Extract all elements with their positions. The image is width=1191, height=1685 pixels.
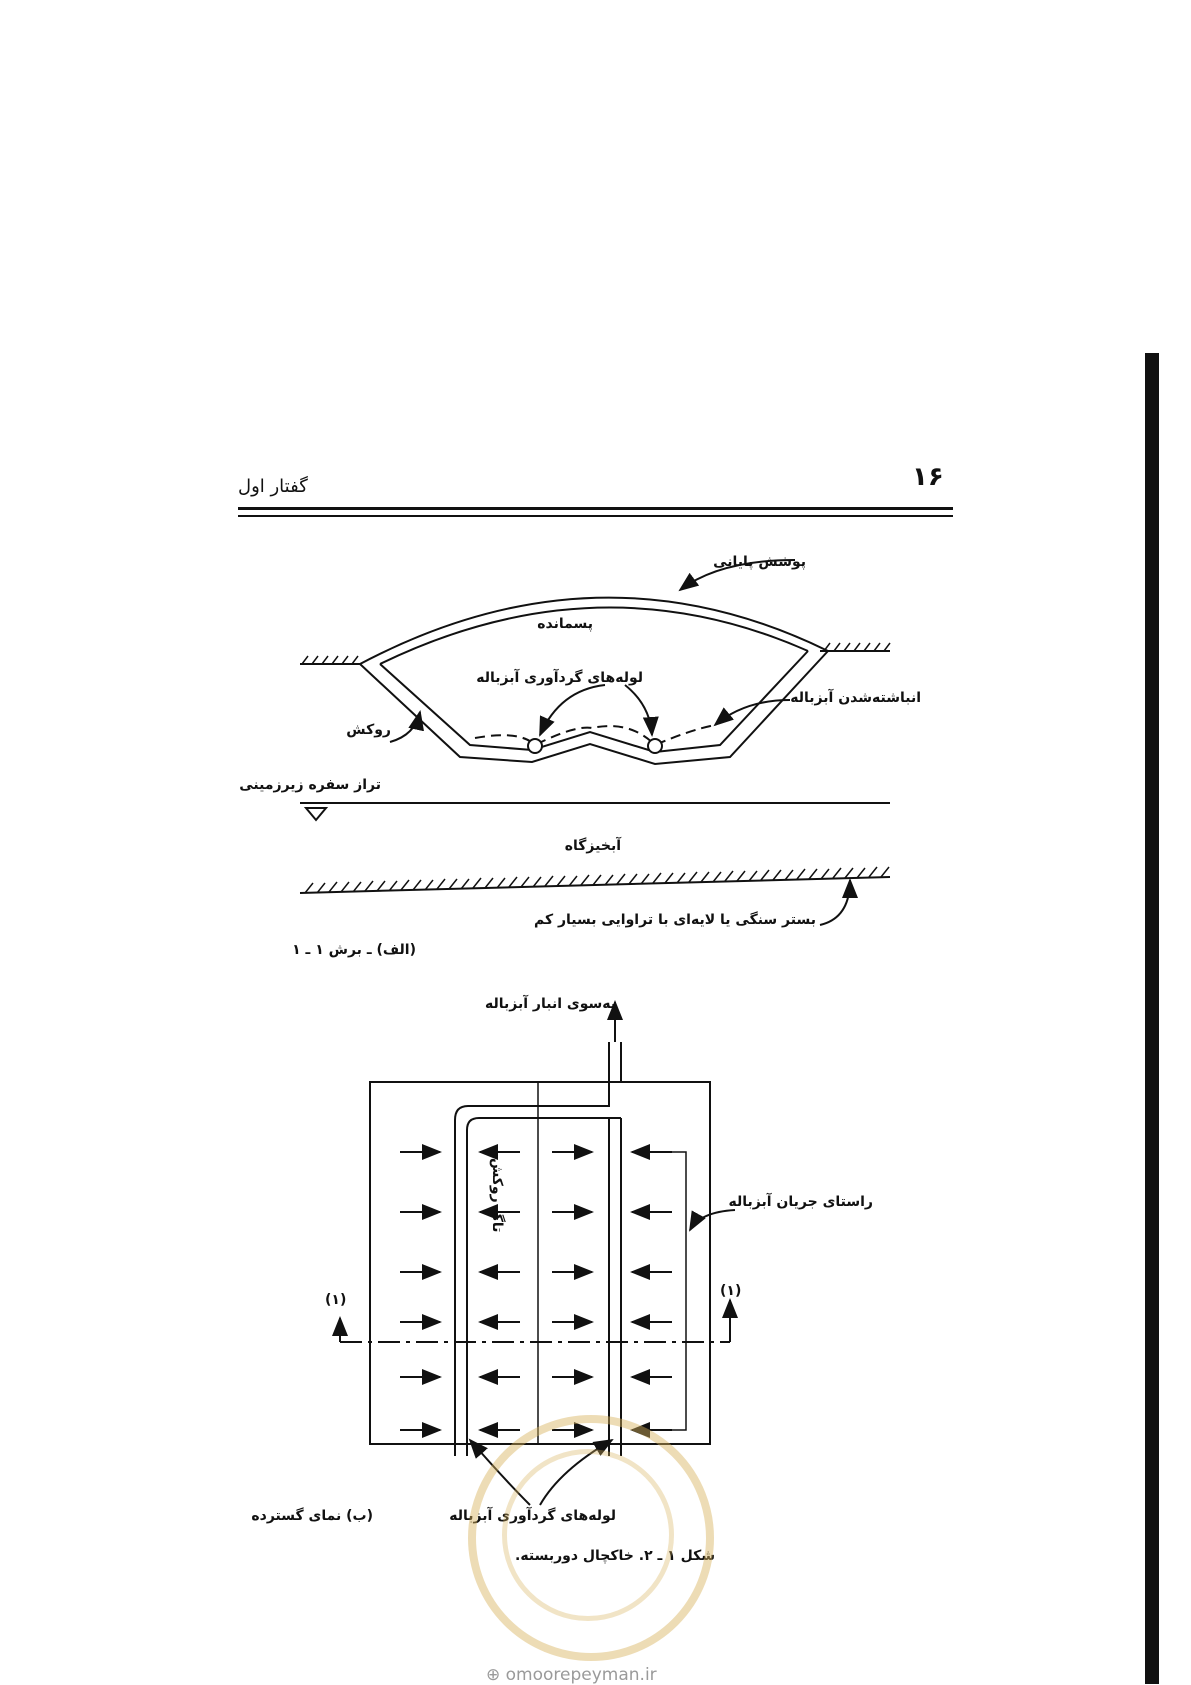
section-view [299,559,891,926]
bedrock-hatch [304,866,890,894]
top-cover-inner [379,606,809,665]
liner-outer [359,650,829,766]
liner-inner [379,650,809,754]
label-section-mark-left: (۱) [325,1292,347,1308]
header-rule-thin [238,515,953,517]
label-top-cover: پوشش پایانی [713,554,806,570]
label-collection-pipes: لوله‌های گردآوری آبزباله [476,670,643,686]
leader-pipe-left [539,684,606,737]
ground-hatch-right [823,642,891,652]
leader-flow-direction [689,1209,736,1232]
leader-bedrock [819,878,858,926]
flow-arrows-center-left [478,1144,520,1438]
label-aquifer: آبخیزگاه [564,838,621,854]
water-table-symbol [303,807,329,822]
globe-icon: ⊕ [486,1665,501,1685]
label-water-table: تراز سفره زیرزمینی [239,777,381,793]
scan-edge-bar [1145,353,1159,1684]
label-section-mark-right: (۱) [720,1283,742,1299]
site-footer: ⊕ omoorepeyman.ir [486,1665,657,1685]
flow-arrows-center-right [552,1144,594,1438]
leader-liner [389,710,424,743]
plan-view [332,1000,738,1506]
flow-bracket [660,1151,687,1431]
page-number: ۱۶ [912,462,944,492]
ground-hatch-left [301,655,359,665]
top-cover-outer [359,596,829,665]
label-bedrock: بستر سنگی یا لایه‌ای با تراوایی بسیار کم [533,912,816,928]
label-waste: پسمانده [537,616,593,632]
site-url: omoorepeyman.ir [505,1665,657,1685]
plan-boundary [369,1081,711,1445]
label-to-storage: به‌سوی انبار آبزباله [485,996,616,1012]
label-liner: روکش [346,722,391,738]
flow-arrows-left [400,1144,442,1438]
chapter-title: گفتار اول [238,476,308,497]
leader-pipe-right [624,684,659,737]
leachate-level [474,724,716,747]
caption-plan: (ب) نمای گسترده [251,1508,373,1524]
leader-top-cover [678,559,796,592]
collection-pipe-left-outer [454,1082,610,1456]
label-liner-slope: تاگ روکش [489,1158,505,1233]
collection-pipe-right [647,738,663,754]
header-rule [238,507,953,510]
flow-arrows-right [630,1144,672,1438]
watermark-seal [468,1415,714,1661]
label-leachate-accumulation: انباشته‌شدن آبزباله [790,690,921,706]
caption-section: (الف) ـ برش ۱ ـ ۱ [292,942,416,958]
bedrock-line [299,876,891,894]
leader-leachate [713,699,791,727]
collection-pipe-left-inner [466,1117,621,1456]
label-flow-direction: راستای جریان آبزباله [728,1194,873,1210]
collection-pipe-left [527,738,543,754]
